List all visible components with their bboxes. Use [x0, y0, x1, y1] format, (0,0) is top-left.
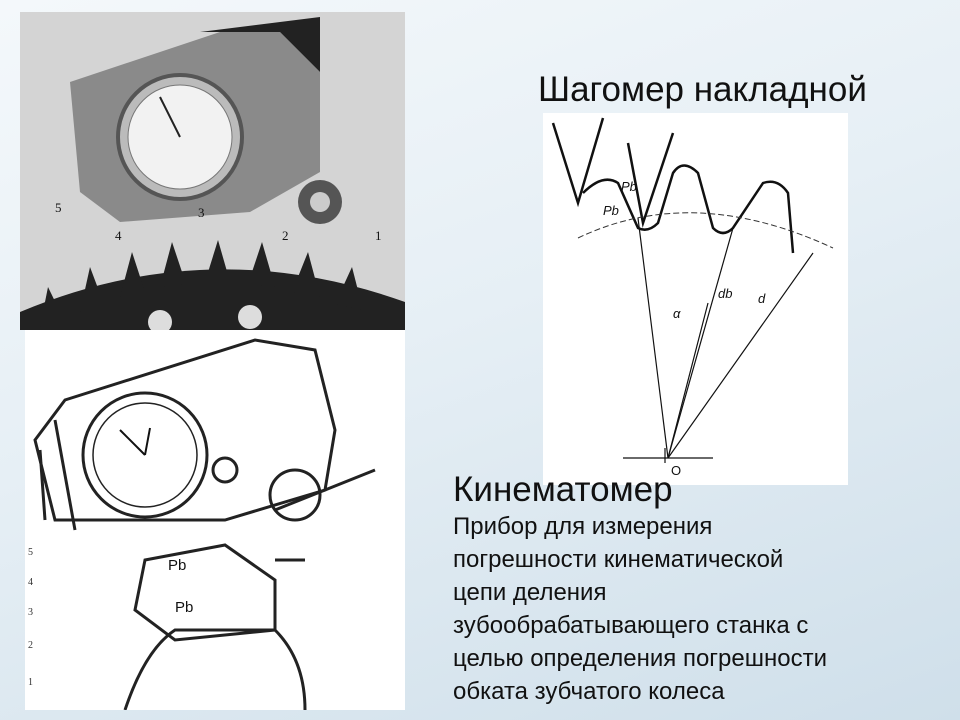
diagram-label-pb-left: Pb	[603, 203, 619, 218]
drawing-side-label-3: 3	[28, 607, 33, 618]
diagram-label-origin: O	[671, 463, 681, 478]
pitch-gauge-photo: 5 4 3 2 1	[20, 12, 405, 330]
kinematometer-description: Прибор для измерения погрешности кинемат…	[453, 510, 933, 708]
diagram-label-d: d	[758, 291, 766, 306]
drawing-side-label-5: 5	[28, 547, 33, 558]
drawing-side-label-1: 1	[28, 677, 33, 688]
drawing-side-label-4: 4	[28, 577, 33, 588]
kinematometer-title: Кинематомер	[453, 470, 673, 509]
photo-label-5: 5	[55, 200, 62, 215]
photo-label-4: 4	[115, 228, 122, 243]
drawing-label-pb-lower: Pb	[175, 599, 193, 616]
gear-pitch-diagram: Pb Pb α db d O	[543, 113, 848, 485]
diagram-label-pb-top: Pb	[621, 179, 637, 194]
description-line: погрешности кинематической	[453, 546, 784, 573]
photo-label-1: 1	[375, 228, 382, 243]
kinematometer-drawing: Pb Pb 5 4 3 2 1	[25, 330, 405, 710]
description-line: Прибор для измерения	[453, 513, 713, 540]
description-line: цепи деления	[453, 579, 607, 606]
drawing-label-pb-upper: Pb	[168, 557, 186, 574]
drawing-side-label-2: 2	[28, 640, 33, 651]
description-line: зубообрабатывающего станка с	[453, 612, 809, 639]
photo-label-3: 3	[198, 205, 205, 220]
description-line: обката зубчатого колеса	[453, 678, 725, 705]
pitch-gauge-title: Шагомер накладной	[538, 70, 867, 109]
description-line: целью определения погрешности	[453, 645, 827, 672]
photo-label-2: 2	[282, 228, 289, 243]
diagram-label-alpha: α	[673, 306, 681, 321]
diagram-label-db: db	[718, 286, 732, 301]
